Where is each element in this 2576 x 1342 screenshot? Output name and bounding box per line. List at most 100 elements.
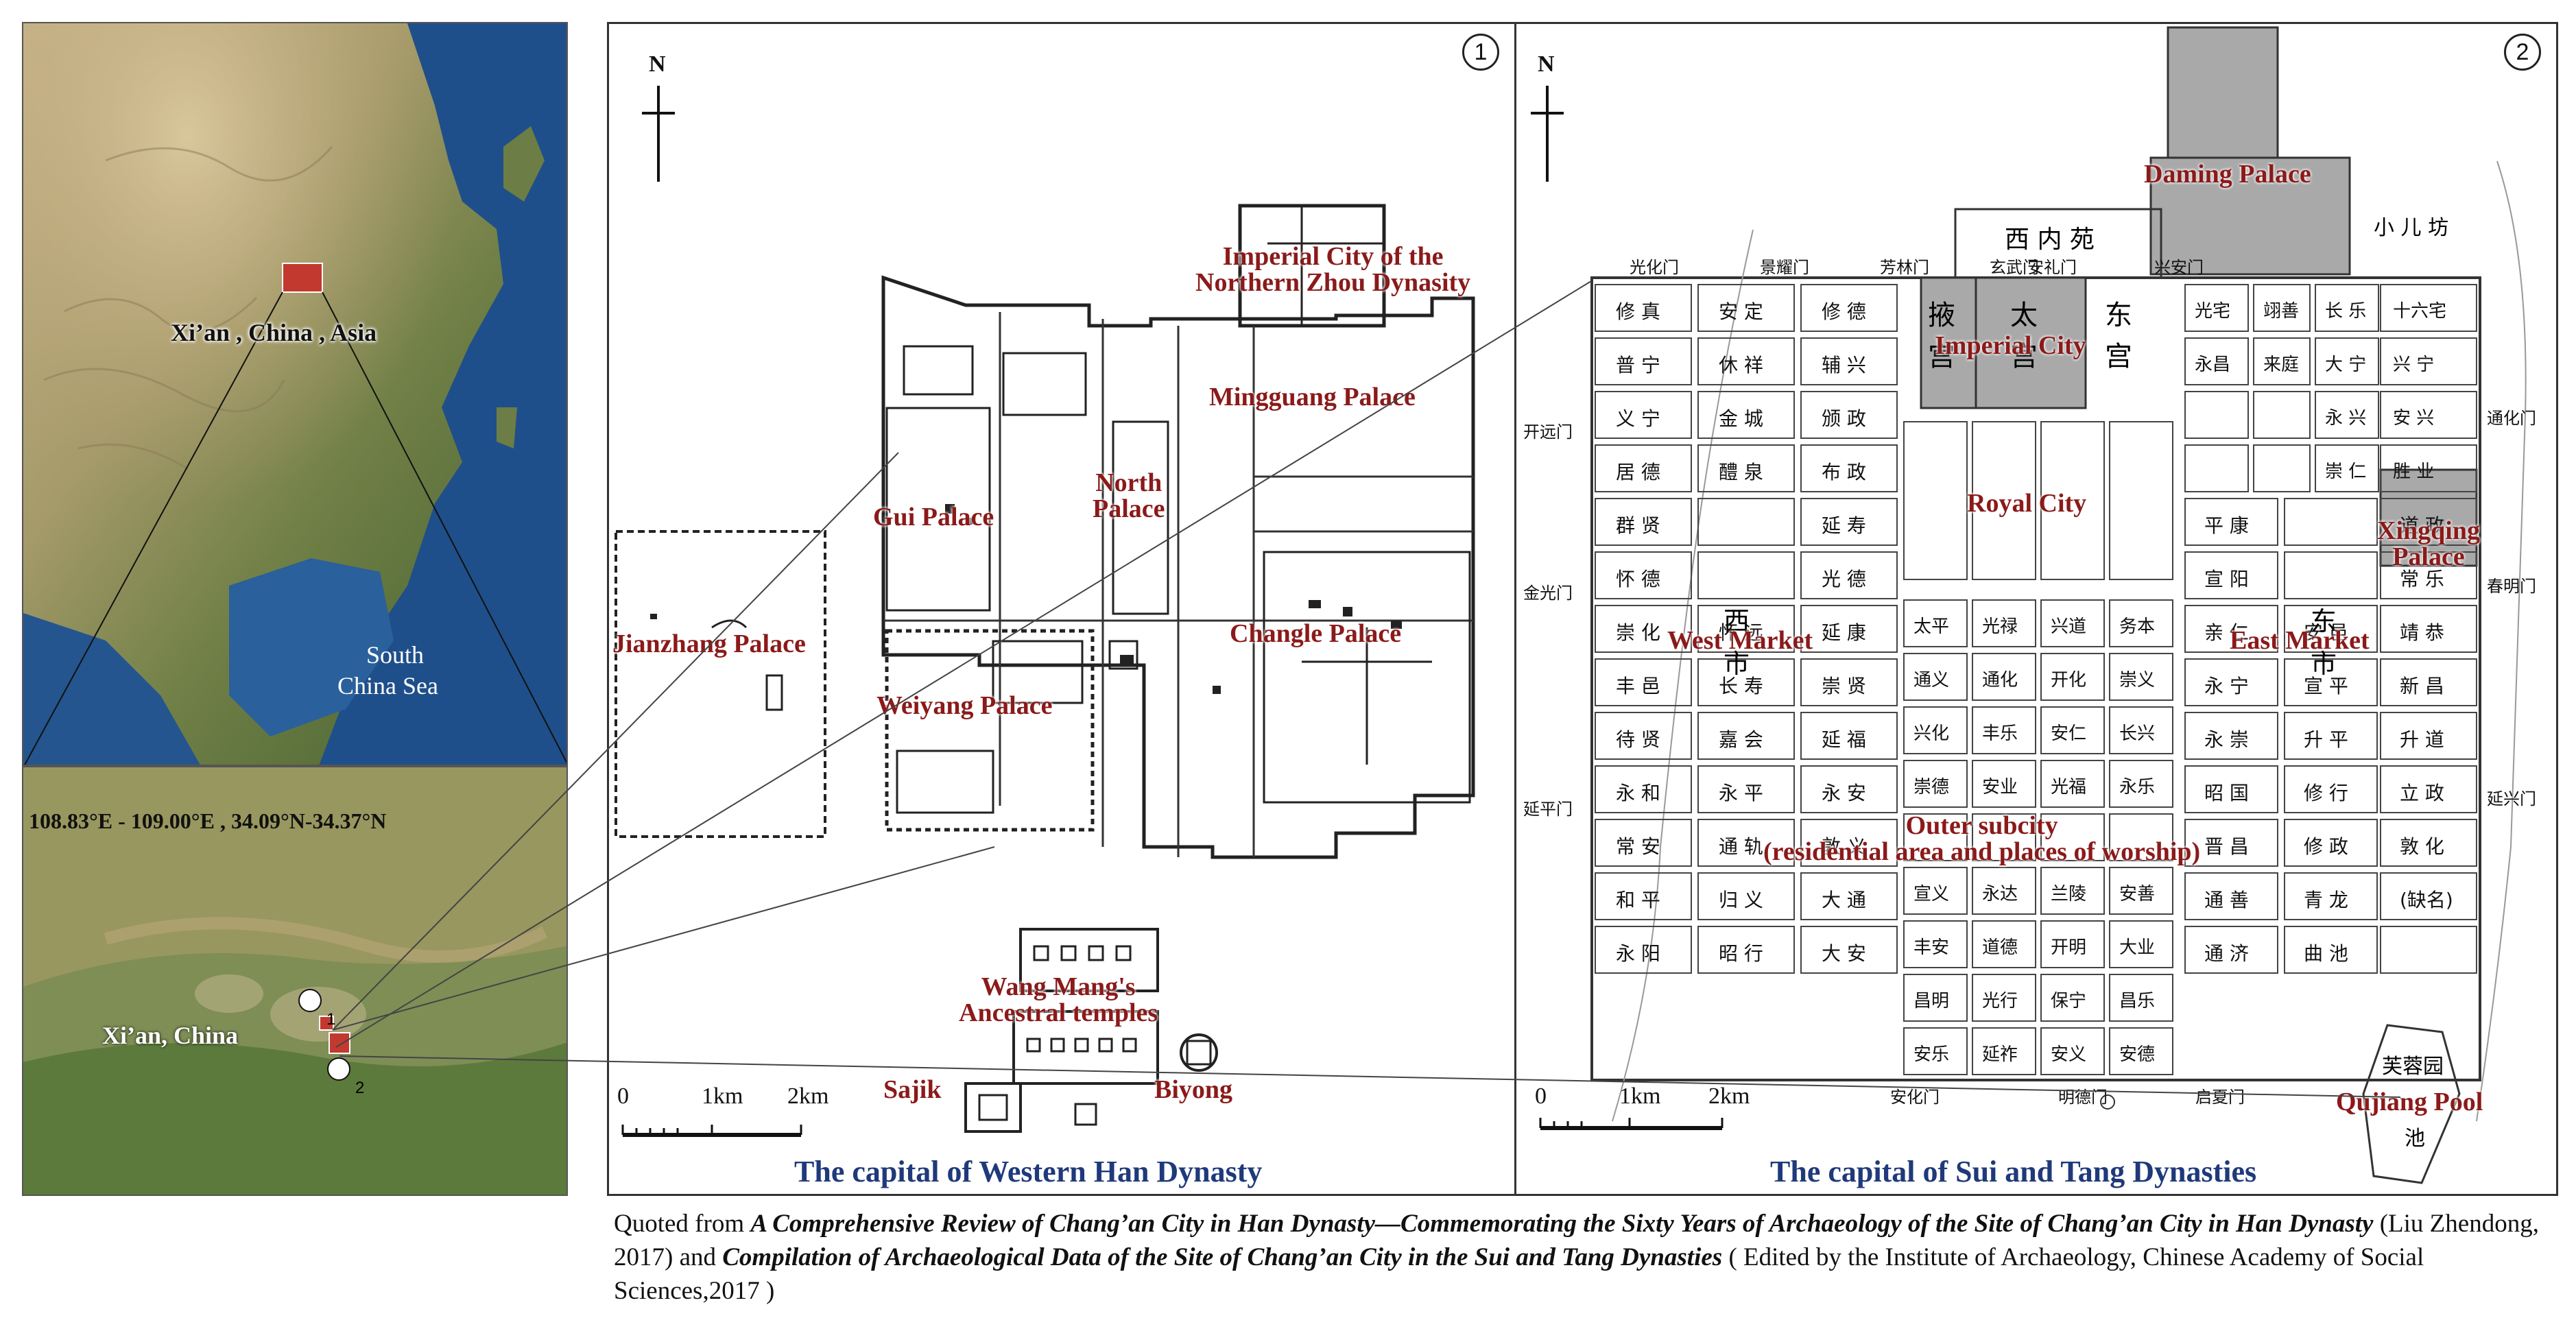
ward-label: 永 和 bbox=[1616, 782, 1660, 804]
ward-label: 群 贤 bbox=[1616, 514, 1660, 537]
ward-block bbox=[1697, 391, 1795, 439]
ward-label: 玄武门 bbox=[1990, 258, 2039, 277]
ward-label: 大 通 bbox=[1822, 889, 1866, 911]
cn-xi-nei-yuan: 西 内 苑 bbox=[2005, 226, 2095, 254]
ward-block bbox=[2284, 658, 2378, 706]
ward-block bbox=[1697, 658, 1795, 706]
ward-label: 安化门 bbox=[1890, 1088, 1940, 1107]
ward-label: 崇 贤 bbox=[1822, 675, 1866, 697]
ward-block bbox=[1972, 421, 2036, 580]
ward-block bbox=[1595, 605, 1692, 653]
ward-block bbox=[1800, 658, 1898, 706]
ward-label: 安 邑 bbox=[2304, 621, 2348, 644]
ward-label: 昭 国 bbox=[2204, 782, 2249, 804]
ward-grid bbox=[1595, 284, 2477, 1075]
ward-block bbox=[1697, 712, 1795, 760]
ward-block bbox=[2184, 391, 2249, 439]
ward-block bbox=[2040, 760, 2105, 808]
ward-block bbox=[2109, 920, 2173, 968]
ward-label: 辅 兴 bbox=[1822, 354, 1866, 376]
ward-block bbox=[1903, 760, 1968, 808]
ward-label: 宣 平 bbox=[2304, 675, 2348, 697]
ward-label: 兴化 bbox=[1913, 723, 1950, 744]
ward-block bbox=[1595, 498, 1692, 546]
ward-block bbox=[2109, 706, 2173, 754]
ward-label: 修 德 bbox=[1822, 300, 1866, 323]
ward-label: 兴道 bbox=[2051, 616, 2087, 637]
ward-label: 延 寿 bbox=[1822, 514, 1866, 537]
ward-label: 昭 行 bbox=[1719, 942, 1763, 965]
cn-xiao-er-fang: 小 儿 坊 bbox=[2374, 216, 2449, 240]
ward-label: 常 安 bbox=[1616, 835, 1660, 858]
ward-label: 安 定 bbox=[1719, 300, 1763, 323]
ward-label: 通 善 bbox=[2204, 889, 2249, 911]
sui-tang-plan bbox=[1531, 26, 2527, 1184]
ward-block bbox=[2184, 926, 2278, 974]
ward-label: 安仁 bbox=[2051, 723, 2087, 744]
ward-label: 宣义 bbox=[1913, 884, 1950, 904]
ward-block bbox=[1595, 284, 1692, 332]
coordinates-label: 108.83°E - 109.00°E , 34.09°N-34.37°N bbox=[29, 808, 387, 833]
ward-block bbox=[1800, 284, 1898, 332]
ward-block bbox=[2184, 819, 2278, 867]
ward-block bbox=[1697, 872, 1795, 920]
ward-block bbox=[2040, 920, 2105, 968]
ward-label: 怀 远 bbox=[1719, 621, 1763, 644]
ward-label: 永达 bbox=[1982, 884, 2018, 904]
ward-block bbox=[2184, 337, 2249, 385]
ward-label: 和 平 bbox=[1616, 889, 1660, 911]
ward-block bbox=[1697, 765, 1795, 813]
ward-label: 长 乐 bbox=[2325, 301, 2367, 322]
ward-block bbox=[2040, 599, 2105, 647]
ward-block bbox=[1903, 974, 1968, 1022]
ward-block bbox=[1800, 819, 1898, 867]
ward-block bbox=[2380, 444, 2477, 492]
ward-block bbox=[1800, 498, 1898, 546]
ward-block bbox=[2253, 444, 2311, 492]
ward-label: 崇 仁 bbox=[2325, 462, 2367, 482]
north-label-1: N bbox=[649, 51, 666, 77]
label-sajik: Sajik bbox=[883, 1075, 942, 1104]
ward-block bbox=[2284, 872, 2378, 920]
ward-block bbox=[2040, 813, 2105, 861]
cn-palace-2: 太宫 bbox=[2010, 300, 2038, 372]
ward-label: 永昌 bbox=[2195, 355, 2231, 375]
ward-block bbox=[2109, 760, 2173, 808]
ward-block bbox=[1972, 974, 2036, 1022]
ward-label: 明德门 bbox=[2058, 1088, 2108, 1107]
ward-label: 永 安 bbox=[1822, 782, 1866, 804]
ward-block bbox=[1800, 444, 1898, 492]
ward-label: 永 兴 bbox=[2325, 408, 2367, 429]
ward-block bbox=[2284, 819, 2378, 867]
ward-block bbox=[2380, 391, 2477, 439]
ward-block bbox=[2315, 337, 2379, 385]
ward-block bbox=[1800, 551, 1898, 599]
ward-block bbox=[2284, 712, 2378, 760]
citation-author-1: (Liu Zhendong, 2017) and bbox=[614, 1210, 2539, 1272]
ward-label: 安礼门 bbox=[2027, 258, 2077, 277]
satellite-map-asia: Xi’an , China , Asia South China Sea bbox=[22, 22, 568, 766]
ward-label: 开明 bbox=[2051, 937, 2087, 958]
ward-label: 通 轨 bbox=[1719, 835, 1763, 858]
ward-label: 居 德 bbox=[1616, 461, 1660, 483]
label-biyong: Biyong bbox=[1154, 1075, 1233, 1104]
ward-block bbox=[1697, 284, 1795, 332]
ward-block bbox=[2253, 391, 2311, 439]
ward-block bbox=[2040, 653, 2105, 701]
satellite-map-xian: 108.83°E - 109.00°E , 34.09°N-34.37°N Xi… bbox=[22, 766, 568, 1196]
ward-block bbox=[2040, 867, 2105, 915]
ward-block bbox=[2184, 444, 2249, 492]
ward-block bbox=[1903, 653, 1968, 701]
scale-0-2: 0 bbox=[1535, 1083, 1547, 1109]
label-xian-china: Xi’an, China bbox=[102, 1022, 239, 1049]
ward-block bbox=[1595, 551, 1692, 599]
ward-block bbox=[2184, 605, 2278, 653]
ward-block bbox=[2109, 974, 2173, 1022]
ward-block bbox=[2380, 872, 2477, 920]
ward-label: 敦 义 bbox=[1822, 835, 1866, 858]
ward-label: 安德 bbox=[2119, 1044, 2156, 1065]
ward-block bbox=[2380, 498, 2477, 546]
ward-block bbox=[1595, 391, 1692, 439]
ward-label: 安乐 bbox=[1913, 1044, 1950, 1065]
label-east-market: East Market bbox=[2230, 626, 2370, 655]
